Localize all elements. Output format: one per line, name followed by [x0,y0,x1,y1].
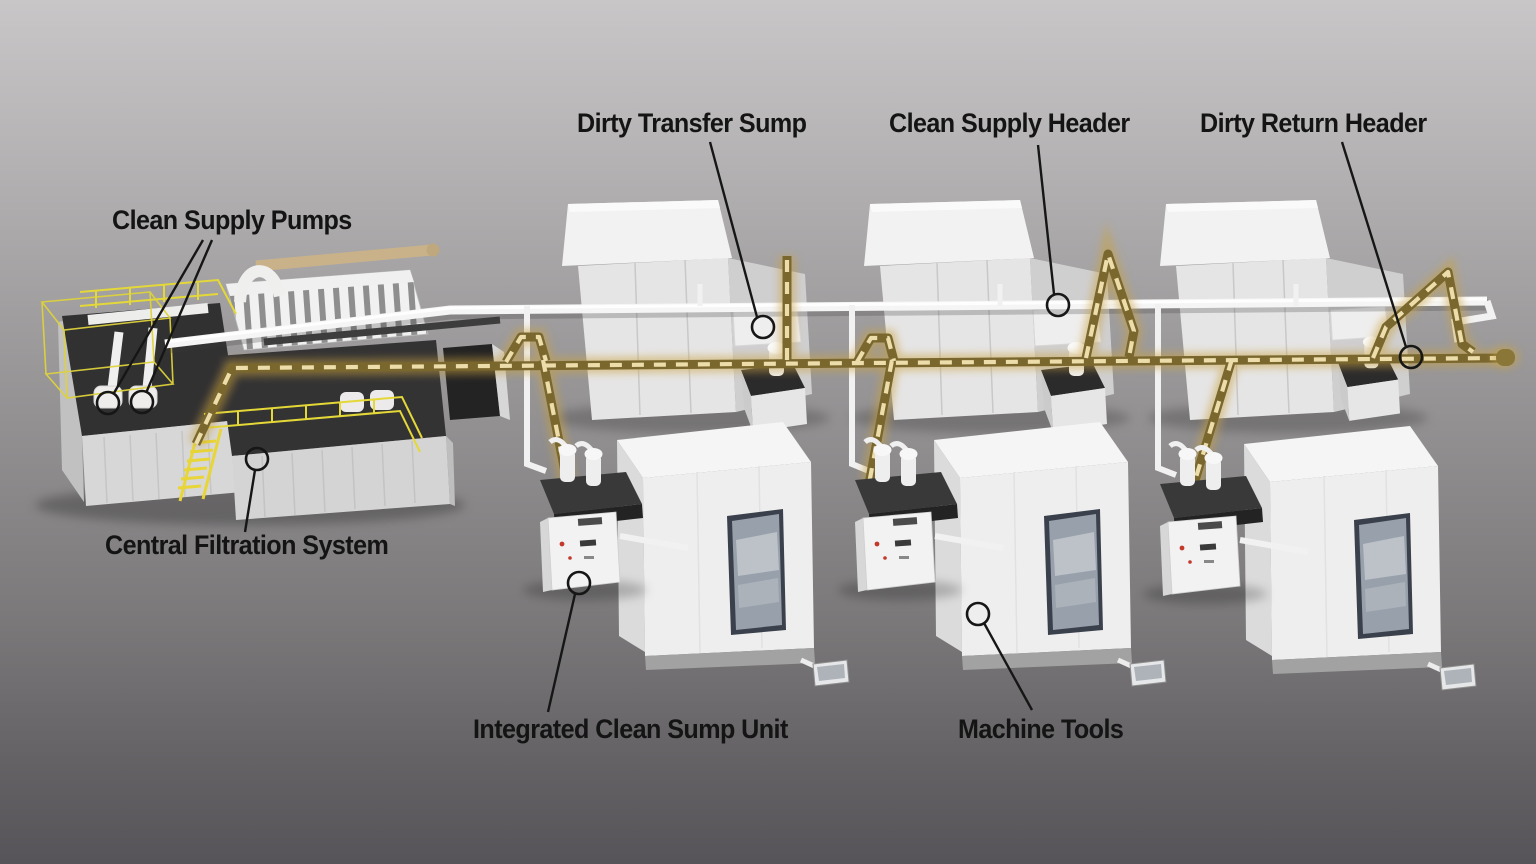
yellow-railing-lower [203,395,423,453]
leader-machine-tools [982,622,1034,711]
leader-dirty-return-header [1340,141,1408,348]
marker-dirty-return-header [1398,344,1424,370]
label-machine-tools: Machine Tools [958,714,1124,744]
clean-sump-unit-3 [1143,441,1309,604]
label-central-filtration-system: Central Filtration System [105,530,389,560]
yellow-railing-upper [79,278,237,315]
dirty-transfer-sump-2 [1032,305,1107,432]
dirty-return-header-pipe [196,254,1520,497]
marker-integrated-clean-sump-unit [566,570,592,596]
leader-clean-supply-pumps-1 [112,239,205,394]
machine-tool-front-2 [934,422,1167,687]
leader-central-filtration-system [243,469,257,533]
callout-leaders [95,141,1424,713]
marker-machine-tools [965,601,991,627]
marker-clean-supply-header [1045,292,1071,318]
central-filtration-system [40,243,501,520]
machine-tool-front-3 [1244,426,1477,691]
label-dirty-transfer-sump: Dirty Transfer Sump [577,108,807,138]
leader-clean-supply-header [1036,144,1056,295]
marker-central-filtration-system [244,446,270,472]
leader-clean-supply-pumps-2 [144,239,214,394]
clean-sump-unit-2 [838,437,1004,600]
leader-integrated-clean-sump-unit [546,593,577,713]
clean-sump-unit-1 [523,437,689,600]
leader-dirty-transfer-sump [708,141,759,318]
machine-tool-front-1 [617,422,850,687]
filtration-outlet-chute [443,344,510,420]
marker-clean-supply-pump-1 [95,390,121,416]
label-dirty-return-header: Dirty Return Header [1200,108,1427,138]
label-clean-supply-pumps: Clean Supply Pumps [112,205,352,235]
marker-dirty-transfer-sump [750,314,776,340]
label-clean-supply-header: Clean Supply Header [889,108,1130,138]
marker-clean-supply-pump-2 [129,389,155,415]
label-integrated-clean-sump-unit: Integrated Clean Sump Unit [473,714,788,744]
